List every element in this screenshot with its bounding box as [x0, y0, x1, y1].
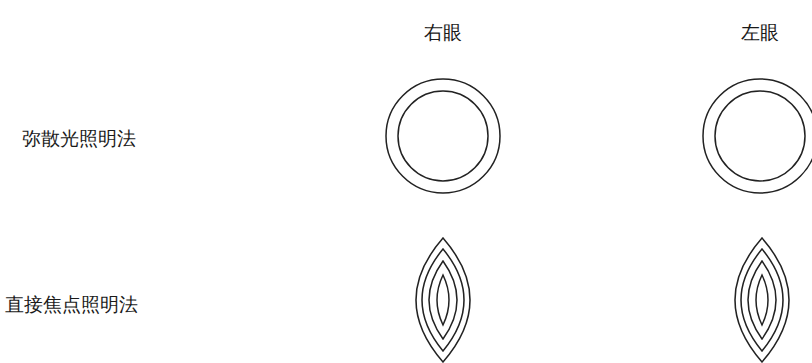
slit-beam-outline	[741, 249, 783, 351]
cornea-inner-ring	[715, 91, 805, 181]
slit-beam-outline	[735, 238, 789, 362]
column-header: 左眼	[741, 21, 779, 44]
slit-beam-outline	[429, 261, 457, 339]
row-label: 直接焦点照明法	[5, 293, 138, 316]
row-label: 弥散光照明法	[22, 127, 136, 150]
column-header: 右眼	[424, 21, 462, 44]
slit-beam-outline	[756, 275, 768, 325]
cornea-inner-ring	[398, 91, 488, 181]
slit-beam-outline	[416, 238, 470, 362]
cornea-outer-ring	[703, 79, 812, 193]
slit-beam-outline	[437, 275, 449, 325]
cornea-outer-ring	[386, 79, 500, 193]
slit-beam-outline	[748, 261, 776, 339]
slit-beam-outline	[422, 249, 464, 351]
